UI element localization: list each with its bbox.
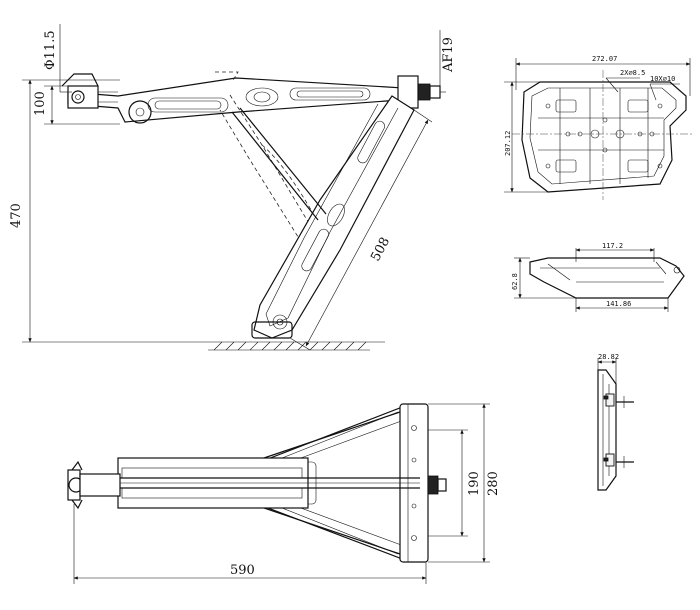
top-bolt — [427, 475, 447, 495]
top-clamp-head — [67, 460, 121, 510]
pad-dim-section-base: 141.86 — [606, 300, 631, 308]
pad-plan-view: 272.07 207.12 2X⌀8.5 10X⌀10 — [504, 55, 694, 200]
dim-470: 470 — [9, 79, 180, 343]
pad-dim-section-length: 117.2 — [602, 242, 623, 250]
dim-280: 280 — [428, 403, 501, 563]
pad-dim-thickness: 28.82 — [598, 353, 619, 361]
dim-label-508: 508 — [368, 235, 393, 264]
dim-100: 100 — [33, 85, 120, 125]
dim-590: 590 — [73, 504, 427, 584]
clamp-head — [61, 73, 118, 109]
ground-hatch — [180, 341, 385, 351]
bolt-head — [397, 75, 446, 109]
dim-label-470: 470 — [9, 203, 24, 228]
dim-hole: Φ11.5 — [43, 24, 72, 93]
pad-holes-callout: 2X⌀8.5 — [620, 69, 645, 77]
dim-label-590: 590 — [230, 563, 255, 578]
dim-label-100: 100 — [33, 91, 48, 116]
pad-section-view: 117.2 62.8 141.86 — [511, 242, 685, 312]
dim-af19: AF19 — [439, 30, 456, 86]
cross-strut — [231, 107, 327, 221]
side-view: 470 100 Φ11.5 AF19 508 — [9, 24, 456, 351]
dim-label-hole: Φ11.5 — [43, 30, 58, 70]
main-beam — [117, 457, 420, 509]
support-leg — [251, 95, 415, 339]
dim-label-280: 280 — [486, 471, 501, 496]
pad-dim-length: 272.07 — [592, 55, 617, 63]
pad-dim-width: 207.12 — [504, 131, 512, 156]
dim-label-190: 190 — [467, 471, 482, 496]
dim-190: 190 — [428, 429, 482, 537]
pad-slots-callout: 10X⌀10 — [650, 75, 675, 83]
dim-label-af19: AF19 — [441, 37, 456, 73]
top-view: 590 190 280 — [67, 403, 501, 584]
pad-side-view: 28.82 — [597, 353, 634, 491]
pad-dim-section-height: 62.8 — [511, 273, 519, 290]
